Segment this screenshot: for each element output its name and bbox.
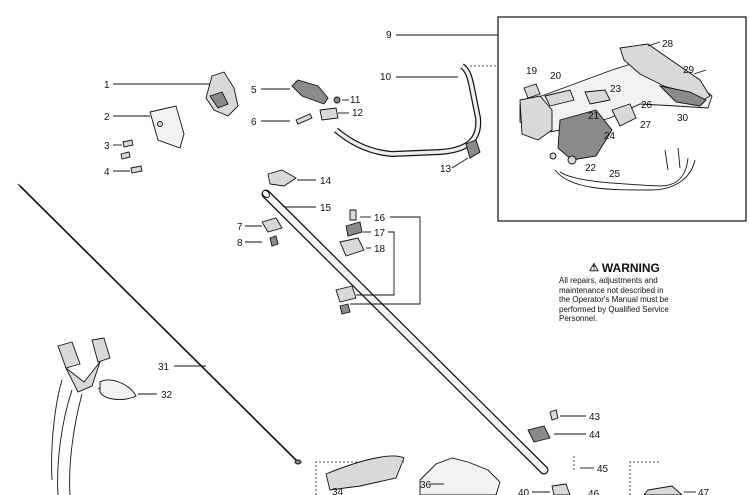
part-13-clamp bbox=[465, 139, 481, 159]
callout-16: 16 bbox=[374, 213, 386, 224]
callout-40: 40 bbox=[518, 488, 530, 495]
callout-1: 1 bbox=[104, 80, 110, 91]
callout-30: 30 bbox=[677, 113, 689, 124]
warning-triangle-icon: ⚠ bbox=[589, 262, 599, 274]
callout-28: 28 bbox=[662, 39, 674, 50]
callout-27: 27 bbox=[640, 120, 652, 131]
callout-3: 3 bbox=[104, 141, 110, 152]
part-47-head bbox=[643, 485, 683, 495]
part-31-rod bbox=[19, 185, 299, 463]
warning-title: WARNING bbox=[601, 261, 660, 275]
callout-44: 44 bbox=[589, 430, 601, 441]
part-14-bracket bbox=[267, 169, 297, 187]
callout-31: 31 bbox=[158, 362, 170, 373]
callout-18: 18 bbox=[374, 244, 386, 255]
callout-9: 9 bbox=[386, 30, 392, 41]
callout-22: 22 bbox=[585, 163, 597, 174]
callout-36: 36 bbox=[420, 480, 432, 491]
callout-12: 12 bbox=[352, 108, 364, 119]
callout-43: 43 bbox=[589, 412, 601, 423]
part-36-blade bbox=[419, 457, 501, 495]
callout-15: 15 bbox=[320, 203, 332, 214]
callout-45: 45 bbox=[597, 464, 609, 475]
part-34-guard bbox=[325, 455, 405, 491]
callout-10: 10 bbox=[380, 72, 392, 83]
part-18-clamp bbox=[339, 237, 365, 257]
callout-32: 32 bbox=[161, 390, 173, 401]
inset-callouts: 19 20 21 22 23 24 25 26 27 28 29 30 bbox=[526, 39, 695, 180]
callout-8: 8 bbox=[237, 238, 243, 249]
callout-21: 21 bbox=[588, 111, 600, 122]
detail-inset-frame bbox=[497, 16, 747, 222]
callout-26: 26 bbox=[641, 100, 653, 111]
callout-4: 4 bbox=[104, 167, 110, 178]
callout-17: 17 bbox=[374, 228, 386, 239]
callout-25: 25 bbox=[609, 169, 621, 180]
part-2-plate bbox=[149, 105, 185, 149]
callout-20: 20 bbox=[550, 71, 562, 82]
handle-assembly-illustration bbox=[519, 41, 713, 191]
callout-11: 11 bbox=[350, 95, 361, 106]
part-32-harness bbox=[51, 337, 137, 495]
callout-19: 19 bbox=[526, 66, 538, 77]
callout-2: 2 bbox=[104, 112, 110, 123]
callout-14: 14 bbox=[320, 176, 332, 187]
callout-47: 47 bbox=[698, 488, 710, 495]
callout-5: 5 bbox=[251, 85, 257, 96]
part-5-grip bbox=[291, 79, 329, 105]
part-44-clamp bbox=[527, 425, 551, 443]
callout-6: 6 bbox=[251, 117, 257, 128]
warning-heading: ⚠ WARNING bbox=[589, 262, 709, 275]
callout-7: 7 bbox=[237, 222, 243, 233]
callout-23: 23 bbox=[610, 84, 622, 95]
callout-13: 13 bbox=[440, 164, 452, 175]
callout-46: 46 bbox=[588, 489, 600, 495]
callout-34: 34 bbox=[332, 487, 344, 495]
callout-29: 29 bbox=[683, 65, 695, 76]
callout-24: 24 bbox=[604, 131, 616, 142]
warning-notice: ⚠ WARNING All repairs, adjustments and m… bbox=[559, 262, 709, 324]
warning-body: All repairs, adjustments and maintenance… bbox=[559, 276, 669, 324]
